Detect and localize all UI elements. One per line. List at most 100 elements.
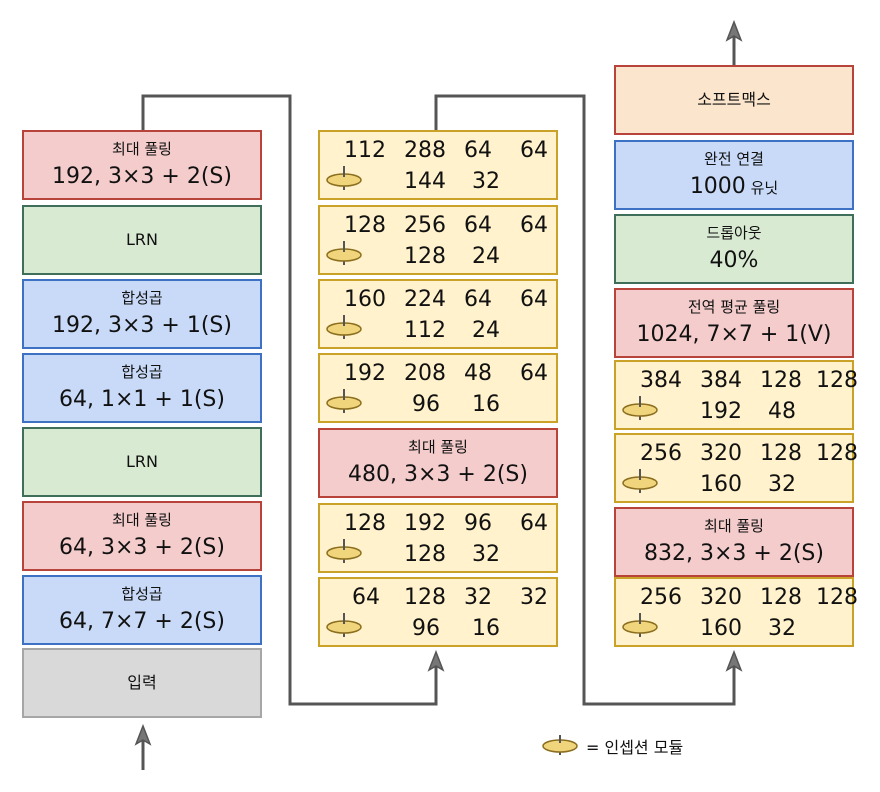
filter-count: 160 [700, 616, 742, 641]
conv-layer: 합성곱 192, 3×3 + 1(S) [22, 279, 262, 349]
filter-count: 64 [520, 361, 548, 386]
pool-layer: 최대 풀링 832, 3×3 + 2(S) [614, 507, 854, 577]
filter-count: 16 [472, 616, 500, 641]
legend-label: = 인셉션 모듈 [586, 738, 684, 757]
layer-params-value: 192, 3×3 + 1(S) [52, 312, 232, 338]
filter-count: 128 [760, 585, 802, 610]
inception-module-icon [326, 241, 362, 265]
layer-params-value: 480, 3×3 + 2(S) [348, 461, 528, 487]
filter-count: 288 [404, 138, 446, 163]
layer-title: 합성곱 [121, 362, 163, 381]
filter-count: 48 [464, 361, 492, 386]
layer-params: 192, 3×3 + 2(S) [52, 164, 232, 189]
filter-count: 128 [404, 585, 446, 610]
filter-count: 64 [520, 287, 548, 312]
inception-module-icon [326, 389, 362, 413]
filter-count: 128 [404, 244, 446, 269]
layer-title: LRN [126, 451, 158, 471]
output-arrow-head [725, 19, 743, 42]
filter-count: 192 [700, 399, 742, 424]
fc-layer: 완전 연결 1000 유닛 [614, 140, 854, 210]
filter-count: 32 [520, 585, 548, 610]
layer-params-value: 832, 3×3 + 2(S) [644, 540, 824, 566]
inception-module-icon [326, 613, 362, 637]
layer-params: 64, 7×7 + 2(S) [59, 609, 225, 634]
filter-count: 48 [768, 399, 796, 424]
softmax-layer: 소프트맥스 [614, 65, 854, 135]
layer-title: 전역 평균 풀링 [687, 297, 781, 316]
filter-count: 128 [760, 368, 802, 393]
filter-count: 32 [768, 616, 796, 641]
layer-params-value: 1024, 7×7 + 1(V) [636, 321, 832, 347]
inception-module-icon [622, 469, 658, 493]
inception-module-icon [326, 539, 362, 563]
filter-count: 256 [640, 585, 682, 610]
pool-layer: 최대 풀링 480, 3×3 + 2(S) [318, 428, 558, 498]
filter-count: 96 [412, 392, 440, 417]
lrn-layer: LRN [22, 205, 262, 275]
filter-count: 320 [700, 441, 742, 466]
filter-count: 384 [640, 368, 682, 393]
filter-count: 64 [520, 138, 548, 163]
inception-module-icon [542, 735, 578, 755]
filter-count: 128 [404, 542, 446, 567]
filter-count: 112 [344, 138, 386, 163]
filter-count: 192 [404, 511, 446, 536]
filter-count: 32 [472, 542, 500, 567]
filter-count: 112 [404, 318, 446, 343]
filter-count: 96 [412, 616, 440, 641]
filter-count: 192 [344, 361, 386, 386]
layer-title: 최대 풀링 [704, 516, 764, 535]
layer-title: LRN [126, 229, 158, 249]
inception-module-icon [622, 613, 658, 637]
filter-count: 24 [472, 318, 500, 343]
filter-count: 32 [464, 585, 492, 610]
layer-title: 최대 풀링 [112, 510, 172, 529]
layer-params-value: 40% [709, 247, 759, 273]
filter-count: 96 [464, 511, 492, 536]
layer-params-unit: 유닛 [745, 178, 779, 197]
input-arrow-head [134, 723, 152, 746]
filter-count: 24 [472, 244, 500, 269]
layer-params: 192, 3×3 + 1(S) [52, 313, 232, 338]
layer-title: 최대 풀링 [408, 437, 468, 456]
filter-count: 160 [344, 287, 386, 312]
filter-count: 256 [404, 213, 446, 238]
inception-block: 384 384 128 128 192 48 [614, 360, 858, 430]
layer-title: 완전 연결 [704, 149, 764, 168]
filter-count: 32 [768, 472, 796, 497]
inception-module-icon [326, 166, 362, 190]
filter-count: 128 [344, 213, 386, 238]
col2-arrow-head [427, 649, 445, 672]
pool-layer: 최대 풀링 192, 3×3 + 2(S) [22, 130, 262, 200]
gap-layer: 전역 평균 풀링 1024, 7×7 + 1(V) [614, 288, 854, 358]
layer-params: 40% [710, 248, 759, 273]
filter-count: 160 [700, 472, 742, 497]
filter-count: 128 [344, 511, 386, 536]
layer-params-value: 64, 3×3 + 2(S) [59, 534, 225, 560]
filter-count: 64 [352, 585, 380, 610]
layer-params: 480, 3×3 + 2(S) [348, 462, 528, 487]
layer-title: 최대 풀링 [112, 139, 172, 158]
inception-module-icon [326, 315, 362, 339]
filter-count: 384 [700, 368, 742, 393]
layer-title: 합성곱 [121, 288, 163, 307]
filter-count: 128 [816, 368, 858, 393]
layer-params-value: 192, 3×3 + 2(S) [52, 163, 232, 189]
inception-block: 64 128 32 32 96 16 [318, 577, 558, 647]
filter-count: 144 [404, 169, 446, 194]
layer-params: 832, 3×3 + 2(S) [644, 541, 824, 566]
layer-params: 1024, 7×7 + 1(V) [636, 322, 831, 347]
filter-count: 32 [472, 169, 500, 194]
layer-params-value: 1000 [689, 173, 746, 199]
filter-count: 64 [464, 138, 492, 163]
filter-count: 208 [404, 361, 446, 386]
